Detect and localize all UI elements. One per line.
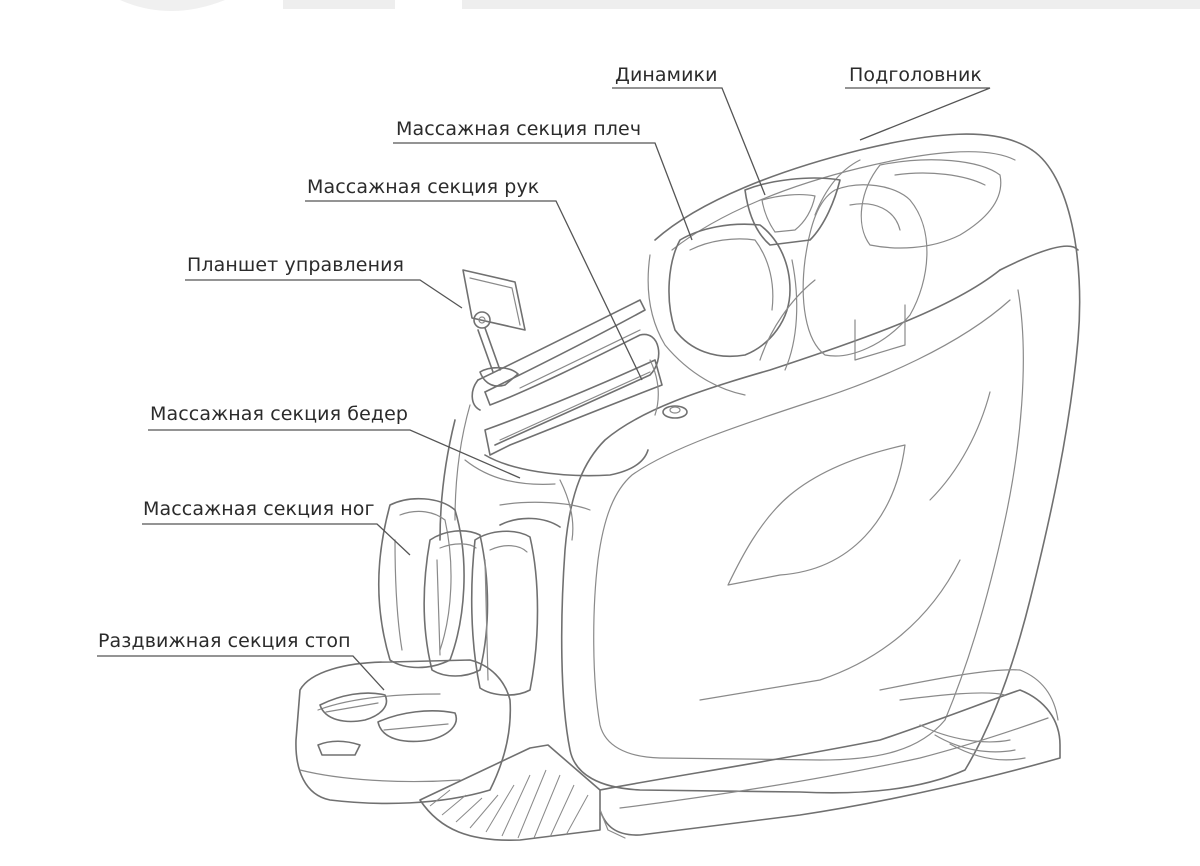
base-hatching	[429, 769, 589, 839]
label-tablet: Планшет управления	[187, 254, 405, 276]
leader-speakers	[612, 87, 766, 196]
leader-legs	[142, 523, 411, 556]
label-speakers: Динамики	[615, 64, 718, 86]
leader-arms	[305, 200, 643, 381]
leader-lines	[97, 87, 991, 691]
watermark-fragments	[120, 0, 1200, 11]
leader-shoulders	[393, 142, 693, 241]
leader-tablet	[185, 279, 463, 309]
label-headrest: Подголовник	[849, 64, 982, 86]
label-shoulders: Массажная секция плеч	[396, 118, 642, 140]
label-arms: Массажная секция рук	[307, 176, 540, 198]
label-thighs: Массажная секция бедер	[150, 403, 409, 425]
leader-feet	[97, 655, 385, 691]
label-feet: Раздвижная секция стоп	[98, 630, 351, 652]
leader-thighs	[148, 429, 521, 479]
leader-headrest	[845, 87, 991, 141]
label-legs: Массажная секция ног	[143, 498, 375, 520]
chair-outline	[295, 133, 1081, 841]
